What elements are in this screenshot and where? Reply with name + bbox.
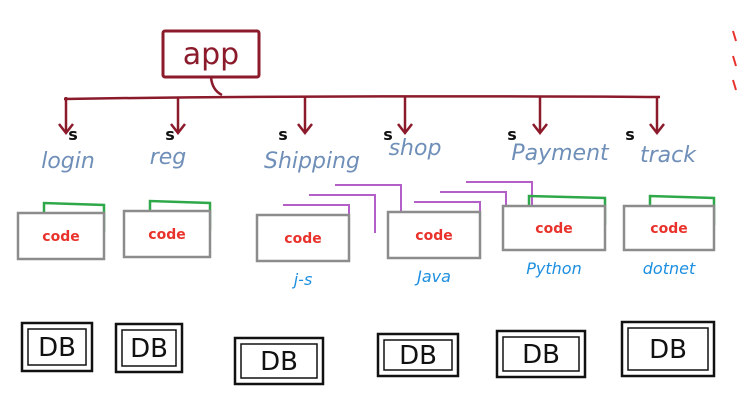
db-inner-box bbox=[27, 328, 87, 366]
db-inner-box bbox=[627, 327, 709, 371]
edge-mark bbox=[732, 79, 737, 91]
db-label: DB bbox=[130, 334, 168, 364]
code-box bbox=[16, 211, 106, 261]
app-stem bbox=[209, 76, 223, 97]
language-label: j-s bbox=[292, 270, 313, 289]
arrow-head bbox=[397, 123, 413, 136]
db-box bbox=[495, 329, 587, 379]
app-label: app bbox=[183, 37, 239, 72]
arrow-head bbox=[649, 123, 665, 136]
db-inner-box bbox=[383, 339, 453, 371]
service-label: Payment bbox=[511, 141, 610, 166]
code-label: code bbox=[650, 221, 687, 237]
language-label: Java bbox=[414, 267, 451, 286]
db-box bbox=[114, 322, 184, 374]
code-label: code bbox=[42, 229, 79, 245]
edge-mark bbox=[732, 55, 737, 67]
s-mark: s bbox=[278, 125, 288, 144]
code-label: code bbox=[535, 221, 572, 237]
db-box bbox=[620, 320, 716, 378]
db-label: DB bbox=[522, 340, 560, 370]
db-label: DB bbox=[38, 333, 76, 363]
db-inner-box bbox=[121, 329, 177, 367]
edge-marks bbox=[732, 30, 737, 91]
app-node: app bbox=[161, 29, 261, 79]
arrow-head bbox=[58, 123, 74, 136]
connectors bbox=[63, 76, 661, 101]
db-label: DB bbox=[260, 347, 298, 377]
code-label: code bbox=[148, 227, 185, 243]
db-inner-box bbox=[502, 336, 580, 372]
db-box bbox=[233, 336, 325, 386]
language-label: Python bbox=[526, 259, 581, 278]
db-label: DB bbox=[649, 335, 687, 365]
arrow-head bbox=[170, 123, 186, 136]
instance-stack bbox=[335, 184, 402, 223]
service-label: login bbox=[41, 149, 95, 174]
s-mark: s bbox=[383, 125, 393, 144]
code-box bbox=[122, 209, 212, 259]
service-label: reg bbox=[150, 145, 187, 170]
service-label: Shipping bbox=[264, 149, 360, 174]
code-label: code bbox=[415, 228, 452, 244]
arrow-head bbox=[532, 123, 548, 136]
code-label: code bbox=[284, 231, 321, 247]
service-label: shop bbox=[389, 136, 442, 161]
db-box bbox=[20, 321, 94, 373]
s-mark: s bbox=[507, 125, 517, 144]
edge-mark bbox=[732, 30, 737, 42]
services: slogincodeDBsregcodeDBsShippingcodej-sDB… bbox=[16, 97, 716, 386]
s-mark: s bbox=[165, 125, 175, 144]
s-mark: s bbox=[625, 125, 635, 144]
instance-stack bbox=[309, 194, 376, 233]
db-inner-box bbox=[240, 343, 318, 379]
code-box bbox=[622, 204, 716, 252]
s-mark: s bbox=[68, 125, 78, 144]
db-box bbox=[376, 332, 460, 378]
bus-line bbox=[63, 95, 661, 101]
arrow-head bbox=[297, 123, 313, 136]
db-label: DB bbox=[399, 341, 437, 371]
code-box bbox=[255, 213, 351, 263]
service-label: track bbox=[640, 143, 697, 168]
language-label: dotnet bbox=[643, 259, 696, 278]
code-box bbox=[386, 210, 482, 260]
code-box bbox=[501, 204, 607, 252]
